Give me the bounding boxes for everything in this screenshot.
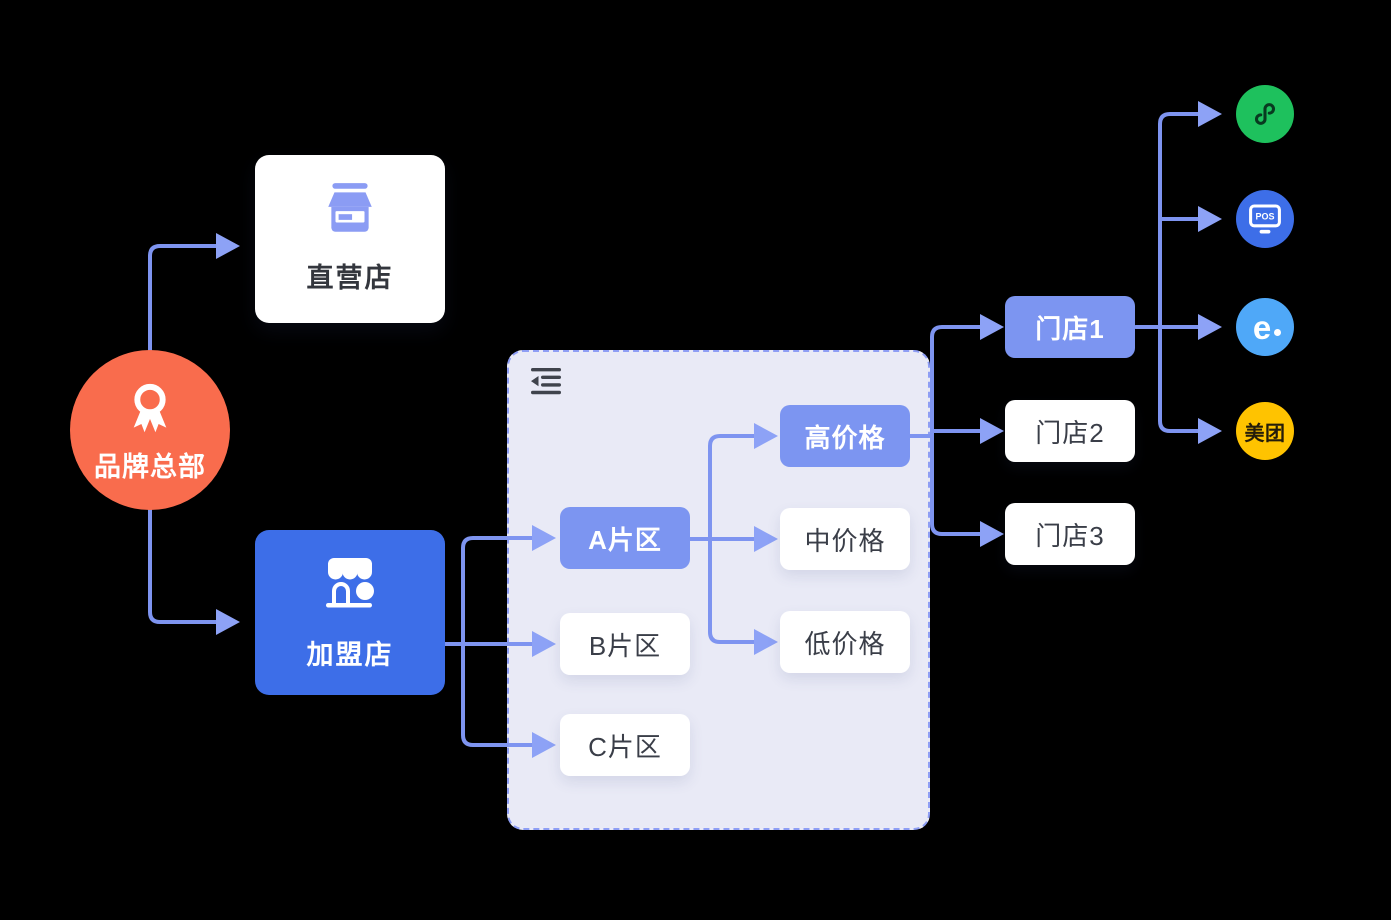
price-mid-node: 中价格	[780, 508, 910, 570]
arrowhead-priceMid	[754, 526, 778, 552]
arrowhead-store1	[980, 314, 1004, 340]
hq-node: 品牌总部	[70, 350, 230, 510]
pos-icon: POS	[1236, 190, 1294, 248]
direct-store-node: 直营店	[255, 155, 445, 323]
arrowhead-priceLow	[754, 629, 778, 655]
hq-label: 品牌总部	[94, 452, 206, 482]
connector-franchise-regionC	[461, 642, 535, 747]
connector-regionA-priceLow	[708, 537, 757, 644]
pos-label: POS	[1255, 211, 1274, 221]
medal-icon	[121, 376, 179, 439]
arrowhead-eleme	[1198, 314, 1222, 340]
franchise-store-node: 加盟店	[255, 530, 445, 695]
arrowhead-regionC	[532, 732, 556, 758]
connector-store1-meituan	[1158, 325, 1201, 433]
store-3-label: 门店3	[1035, 520, 1105, 551]
connector-priceHigh-store3	[930, 434, 983, 536]
storefront-icon	[321, 183, 379, 240]
outdent-icon	[530, 367, 562, 395]
price-low-node: 低价格	[780, 611, 910, 673]
connector-store1-wechat	[1158, 112, 1201, 329]
franchise-storefront-icon	[318, 554, 382, 617]
arrowhead-meituan	[1198, 418, 1222, 444]
eleme-dot	[1274, 329, 1281, 336]
region-a-label: A片区	[588, 524, 662, 555]
arrowhead-store3	[980, 521, 1004, 547]
price-high-node: 高价格	[780, 405, 910, 467]
connector-hq-franchise	[148, 428, 220, 624]
meituan-icon: 美团	[1236, 402, 1294, 460]
eleme-icon: e	[1236, 298, 1294, 356]
franchise-store-label: 加盟店	[306, 639, 394, 670]
arrowhead-regionA	[532, 525, 556, 551]
region-b-label: B片区	[588, 630, 662, 661]
region-b-node: B片区	[560, 613, 690, 675]
arrowhead-franchise	[216, 609, 240, 635]
store-2-node: 门店2	[1005, 400, 1135, 462]
connector-hq-direct	[148, 244, 220, 432]
wechat-miniprogram-icon	[1236, 85, 1294, 143]
connector-franchise-regionA	[461, 536, 535, 646]
region-c-label: C片区	[588, 731, 662, 762]
price-high-label: 高价格	[804, 422, 886, 453]
eleme-e-glyph: e	[1252, 308, 1272, 346]
store-2-label: 门店2	[1035, 417, 1105, 448]
connector-regionA-priceHigh	[708, 434, 757, 541]
arrowhead-priceHigh	[754, 423, 778, 449]
arrowhead-direct	[216, 233, 240, 259]
meituan-label: 美团	[1244, 422, 1286, 445]
direct-store-label: 直营店	[306, 263, 394, 293]
store-3-node: 门店3	[1005, 503, 1135, 565]
connector-priceHigh-store1	[930, 325, 983, 438]
arrowhead-store2	[980, 418, 1004, 444]
region-a-node: A片区	[560, 507, 690, 569]
store-1-node: 门店1	[1005, 296, 1135, 358]
price-low-label: 低价格	[804, 628, 886, 659]
region-c-node: C片区	[560, 714, 690, 776]
arrowhead-wechat	[1198, 101, 1222, 127]
arrowhead-regionB	[532, 631, 556, 657]
store-1-label: 门店1	[1035, 313, 1105, 344]
price-mid-label: 中价格	[804, 525, 886, 556]
arrowhead-pos	[1198, 206, 1222, 232]
